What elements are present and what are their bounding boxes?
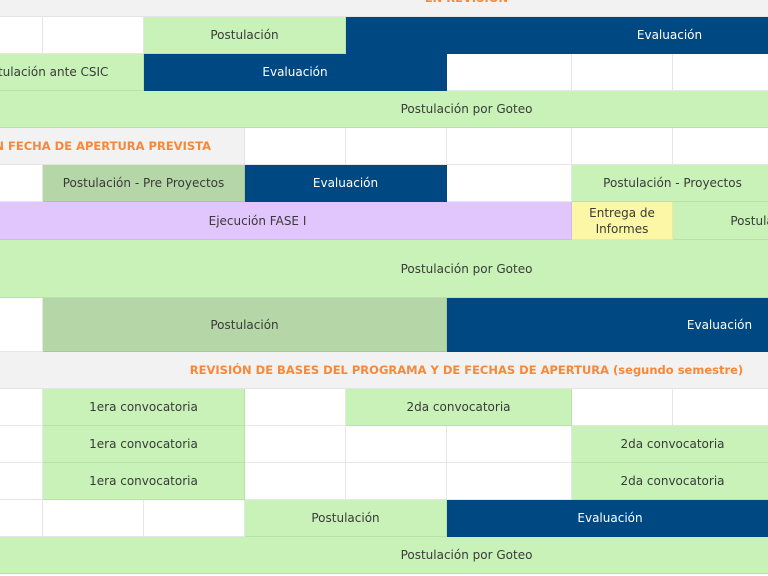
empty-cell bbox=[144, 500, 245, 537]
empty-cell bbox=[245, 128, 346, 165]
empty-cell bbox=[447, 54, 572, 91]
phase-2da-convocatoria-label: 2da convocatoria bbox=[620, 474, 725, 488]
phase-postulacion-csic-label: Postulación ante CSIC bbox=[0, 65, 109, 79]
empty-cell bbox=[673, 54, 768, 91]
phase-postulacion-csic: Postulación ante CSIC bbox=[0, 54, 144, 91]
section-header-sin-fecha-label: - SIN FECHA DE APERTURA PREVISTA bbox=[0, 139, 211, 153]
empty-cell bbox=[447, 463, 572, 500]
phase-postulacion-goteo: Postulación por Goteo bbox=[0, 537, 768, 574]
section-header-en-revision-label: EN REVISIÓN bbox=[425, 0, 508, 6]
section-header-revision-bases-label: REVISIÓN DE BASES DEL PROGRAMA Y DE FECH… bbox=[189, 363, 744, 377]
empty-cell bbox=[245, 389, 346, 426]
phase-evaluacion: Evaluación bbox=[447, 500, 768, 537]
section-header-sin-fecha: - SIN FECHA DE APERTURA PREVISTA bbox=[0, 128, 245, 165]
empty-cell bbox=[0, 426, 43, 463]
empty-cell bbox=[346, 463, 447, 500]
phase-2da-convocatoria-label: 2da convocatoria bbox=[620, 437, 725, 451]
empty-cell bbox=[346, 426, 447, 463]
phase-postulacion-goteo-label: Postulación por Goteo bbox=[400, 548, 533, 562]
phase-entrega-informes: Entrega de Informes bbox=[572, 202, 673, 240]
phase-evaluacion: Evaluación bbox=[144, 54, 447, 91]
phase-evaluacion: Evaluación bbox=[346, 17, 768, 54]
phase-1era-convocatoria-label: 1era convocatoria bbox=[89, 437, 198, 451]
empty-cell bbox=[0, 389, 43, 426]
empty-cell bbox=[0, 298, 43, 352]
empty-cell bbox=[0, 165, 43, 202]
phase-1era-convocatoria: 1era convocatoria bbox=[43, 463, 245, 500]
phase-postulacion: Postulación bbox=[245, 500, 447, 537]
empty-cell bbox=[673, 128, 768, 165]
phase-postulacion-label: Postulación bbox=[311, 511, 380, 525]
phase-evaluacion-label: Evaluación bbox=[686, 317, 753, 332]
empty-cell bbox=[43, 17, 144, 54]
phase-postulacion-label: Postulación bbox=[730, 213, 768, 228]
phase-postulacion-goteo-label: Postulación por Goteo bbox=[400, 261, 533, 276]
phase-postulacion-proyectos: Postulación - Proyectos bbox=[572, 165, 768, 202]
empty-cell bbox=[447, 426, 572, 463]
phase-postulacion: Postulación bbox=[144, 17, 346, 54]
phase-ejecucion-fase-1-label: Ejecución FASE I bbox=[208, 213, 307, 228]
empty-cell bbox=[673, 389, 768, 426]
phase-evaluacion-label: Evaluación bbox=[262, 65, 328, 79]
phase-postulacion-goteo: Postulación por Goteo bbox=[0, 240, 768, 298]
phase-2da-convocatoria: 2da convocatoria bbox=[572, 463, 768, 500]
phase-postulacion-goteo: Postulación por Goteo bbox=[0, 91, 768, 128]
phase-postulacion-proyectos-label: Postulación - Proyectos bbox=[603, 176, 742, 190]
phase-1era-convocatoria-label: 1era convocatoria bbox=[89, 400, 198, 414]
empty-cell bbox=[447, 128, 572, 165]
phase-postulacion-label: Postulación bbox=[210, 28, 279, 42]
empty-cell bbox=[572, 54, 673, 91]
phase-postulacion: Postulación bbox=[673, 202, 768, 240]
empty-cell bbox=[572, 128, 673, 165]
phase-2da-convocatoria: 2da convocatoria bbox=[572, 426, 768, 463]
phase-1era-convocatoria-label: 1era convocatoria bbox=[89, 474, 198, 488]
phase-evaluacion-label: Evaluación bbox=[636, 28, 703, 42]
phase-evaluacion: Evaluación bbox=[447, 298, 768, 352]
empty-cell bbox=[0, 500, 43, 537]
phase-postulacion-label: Postulación bbox=[210, 317, 279, 332]
empty-cell bbox=[572, 389, 673, 426]
phase-postulacion: Postulación bbox=[43, 298, 447, 352]
empty-cell bbox=[245, 463, 346, 500]
phase-entrega-informes-label: Entrega de Informes bbox=[589, 205, 655, 236]
empty-cell bbox=[0, 463, 43, 500]
phase-1era-convocatoria: 1era convocatoria bbox=[43, 426, 245, 463]
phase-2da-convocatoria-label: 2da convocatoria bbox=[406, 400, 511, 414]
phase-evaluacion-label: Evaluación bbox=[577, 511, 643, 525]
phase-evaluacion-label: Evaluación bbox=[312, 176, 379, 190]
section-header-en-revision: EN REVISIÓN bbox=[0, 0, 768, 17]
empty-cell bbox=[43, 500, 144, 537]
empty-cell bbox=[245, 426, 346, 463]
phase-evaluacion: Evaluación bbox=[245, 165, 447, 202]
phase-postulacion-pre-proyectos-label: Postulación - Pre Proyectos bbox=[62, 176, 225, 190]
empty-cell bbox=[346, 128, 447, 165]
phase-1era-convocatoria: 1era convocatoria bbox=[43, 389, 245, 426]
empty-cell bbox=[0, 17, 43, 54]
phase-postulacion-pre-proyectos: Postulación - Pre Proyectos bbox=[43, 165, 245, 202]
empty-cell bbox=[447, 165, 572, 202]
phase-ejecucion-fase-1: Ejecución FASE I bbox=[0, 202, 572, 240]
phase-postulacion-goteo-label: Postulación por Goteo bbox=[400, 102, 533, 116]
section-header-revision-bases: REVISIÓN DE BASES DEL PROGRAMA Y DE FECH… bbox=[0, 352, 768, 389]
phase-2da-convocatoria: 2da convocatoria bbox=[346, 389, 572, 426]
